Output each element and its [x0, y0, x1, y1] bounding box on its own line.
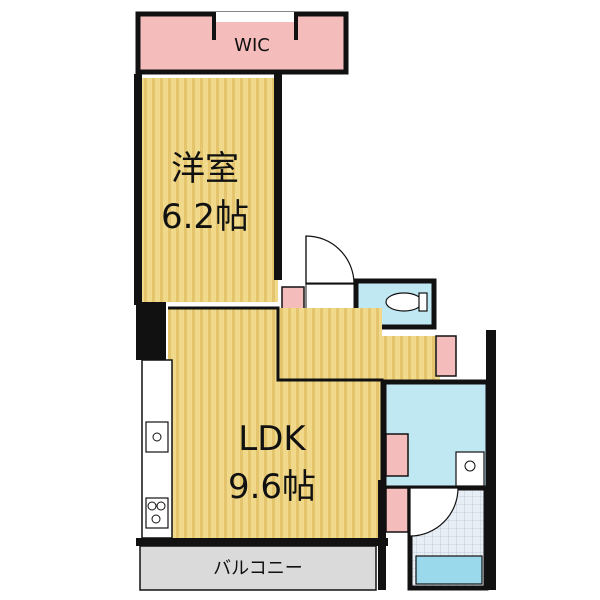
ldk-room: LDK 9.6帖 — [141, 306, 384, 540]
ldk-size: 9.6帖 — [228, 467, 316, 507]
western-room: 洋室 6.2帖 — [134, 74, 282, 305]
ldk-name: LDK — [238, 419, 307, 459]
door-swing-icon — [305, 235, 355, 285]
wic-room: WIC — [135, 11, 349, 75]
wall-segment — [486, 330, 496, 590]
wall-segment — [378, 480, 386, 590]
balcony-label: バルコニー — [213, 558, 303, 579]
wall-segment — [136, 302, 166, 360]
toilet-room — [353, 278, 437, 330]
stove-icon — [145, 497, 169, 529]
bathroom — [407, 485, 489, 591]
wall-segment — [136, 538, 388, 546]
wic-label: WIC — [234, 35, 270, 56]
balcony: バルコニー — [139, 545, 377, 591]
western-room-size: 6.2帖 — [161, 197, 249, 237]
washbasin-icon — [455, 451, 485, 487]
bathtub-icon — [415, 555, 483, 585]
western-room-name: 洋室 — [171, 149, 239, 189]
toilet-icon — [385, 292, 428, 312]
kitchen-sink-icon — [145, 421, 169, 453]
